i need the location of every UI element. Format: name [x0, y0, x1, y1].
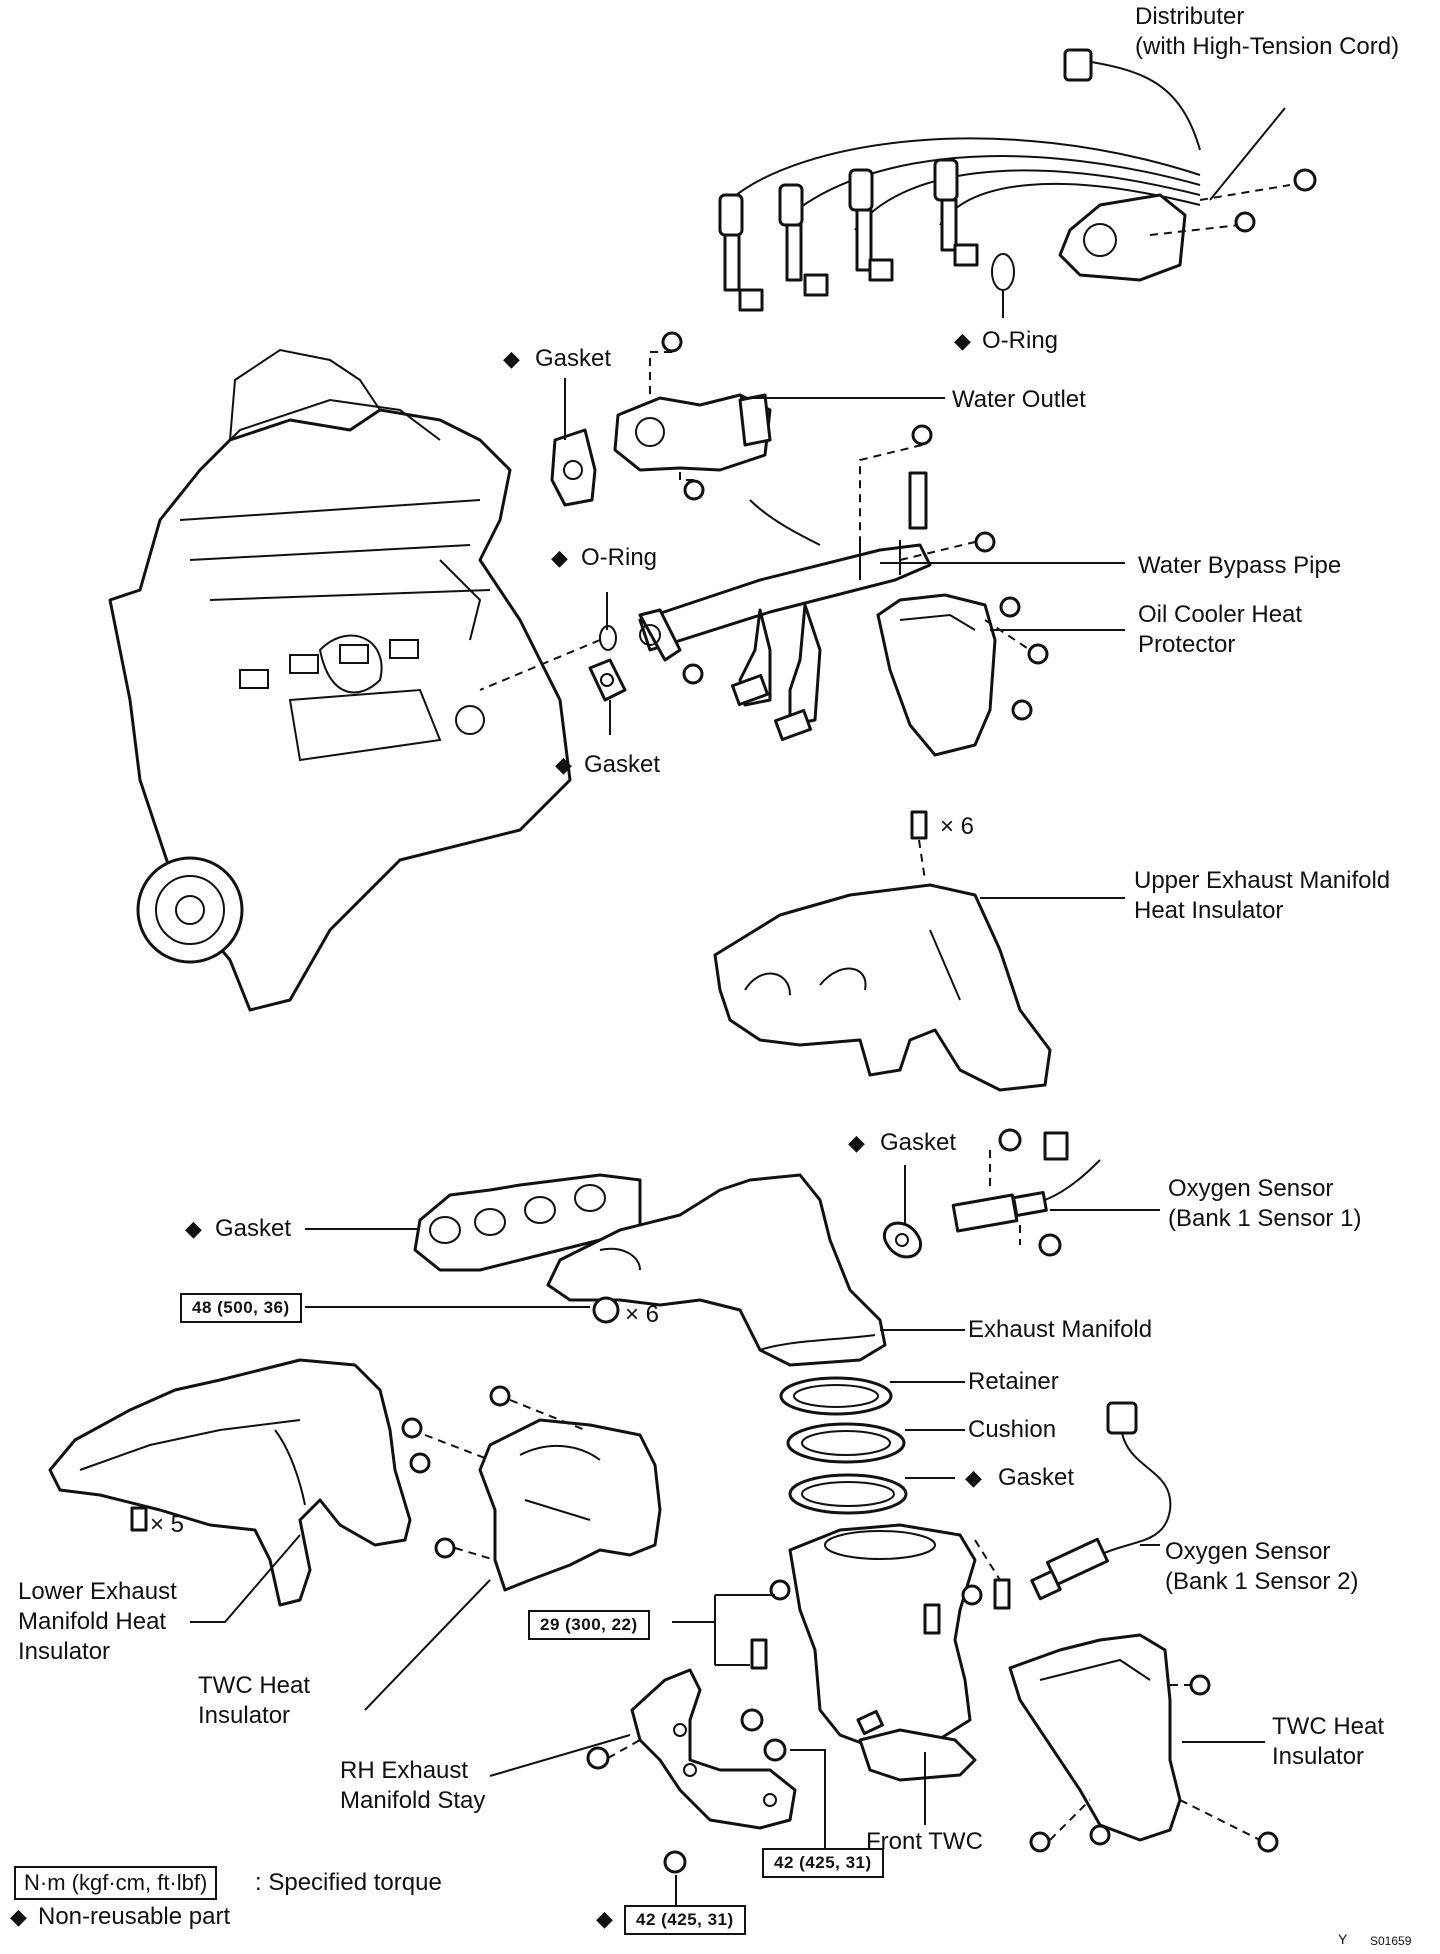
- footer-figure-code: S01659: [1370, 1934, 1412, 1948]
- label-oxygen-sensor-1: Oxygen Sensor (Bank 1 Sensor 1): [1168, 1175, 1362, 1232]
- oil-cooler-heat-protector-drawing: [876, 593, 1049, 757]
- label-oil-cooler-heat-protector: Oil Cooler Heat Protector: [1138, 601, 1303, 658]
- rh-manifold-stay-drawing: [586, 1668, 797, 1874]
- label-oxygen-sensor-2: Oxygen Sensor (Bank 1 Sensor 2): [1165, 1538, 1359, 1595]
- label-cushion: Cushion: [968, 1416, 1057, 1443]
- label-bolt-count-top: × 6: [940, 813, 975, 840]
- label-bolt-count-lower: × 5: [150, 1511, 185, 1538]
- exhaust-manifold-drawing: [413, 1173, 887, 1367]
- label-front-twc: Front TWC: [866, 1828, 983, 1855]
- label-gasket-twc: Gasket: [998, 1464, 1075, 1491]
- oxygen-sensor-1-drawing: [883, 1128, 1101, 1259]
- water-outlet-drawing: [550, 331, 772, 507]
- torque-box-stay-bottom: 42 (425, 31): [624, 1905, 746, 1935]
- legend-nonreusable-description: Non-reusable part: [38, 1903, 231, 1930]
- label-twc-heat-insulator-left: TWC Heat Insulator: [198, 1672, 311, 1729]
- label-rh-exhaust-manifold-stay: RH Exhaust Manifold Stay: [340, 1757, 486, 1814]
- label-gasket-manifold: Gasket: [215, 1215, 292, 1242]
- engine-block-drawing: [108, 348, 572, 1012]
- footer-y-mark: Y: [1338, 1931, 1348, 1947]
- legend-diamond-icon: ◆: [10, 1904, 27, 1929]
- label-water-outlet: Water Outlet: [952, 386, 1086, 413]
- diamond-gasket-o2: ◆: [848, 1130, 865, 1155]
- torque-box-twc: 29 (300, 22): [528, 1610, 650, 1640]
- twc-heat-insulator-right-drawing: [1008, 1633, 1279, 1853]
- label-distributer: Distributer (with High-Tension Cord): [1135, 3, 1400, 60]
- front-twc-drawing: [750, 1523, 1011, 1782]
- lower-heat-insulator-drawing: [48, 1358, 412, 1607]
- label-gasket-o2: Gasket: [880, 1129, 957, 1156]
- diamond-gasket-bypass: ◆: [555, 752, 572, 777]
- diamond-torque-stay-bottom: ◆: [596, 1906, 613, 1931]
- label-water-bypass-pipe: Water Bypass Pipe: [1138, 552, 1342, 579]
- water-bypass-pipe-drawing: [638, 424, 996, 742]
- diamond-o-ring-top: ◆: [954, 328, 971, 353]
- distributor-drawing: [718, 48, 1317, 312]
- diamond-o-ring-mid: ◆: [551, 545, 568, 570]
- upper-heat-insulator-drawing: [713, 810, 1052, 1092]
- label-o-ring-mid: O-Ring: [581, 544, 658, 571]
- label-gasket-bypass: Gasket: [584, 751, 661, 778]
- oxygen-sensor-2-drawing: [1030, 1401, 1172, 1601]
- diamond-gasket-manifold: ◆: [185, 1216, 202, 1241]
- leader-lines: [190, 107, 1286, 1905]
- label-o-ring-top: O-Ring: [982, 327, 1059, 354]
- label-lower-exhaust-manifold-heat-insulator: Lower Exhaust Manifold Heat Insulator: [18, 1578, 177, 1665]
- label-retainer: Retainer: [968, 1368, 1059, 1395]
- diamond-gasket-water-outlet: ◆: [503, 346, 520, 371]
- label-nut-count-manifold: × 6: [625, 1301, 660, 1328]
- torque-box-manifold: 48 (500, 36): [180, 1293, 302, 1323]
- retainer-cushion-gasket-drawing: [779, 1376, 908, 1515]
- diamond-gasket-twc: ◆: [965, 1465, 982, 1490]
- torque-box-stay-right: 42 (425, 31): [762, 1848, 884, 1878]
- twc-heat-insulator-left-drawing: [401, 1385, 662, 1592]
- label-exhaust-manifold: Exhaust Manifold: [968, 1316, 1153, 1343]
- label-upper-exhaust-manifold-heat-insulator: Upper Exhaust Manifold Heat Insulator: [1134, 867, 1391, 924]
- label-gasket-water-outlet: Gasket: [535, 345, 612, 372]
- legend-torque-description: : Specified torque: [255, 1869, 442, 1896]
- mid-oring-gasket-drawing: [479, 625, 627, 702]
- legend-torque-unit-box: N·m (kgf·cm, ft·lbf): [14, 1866, 218, 1900]
- label-twc-heat-insulator-right: TWC Heat Insulator: [1272, 1713, 1385, 1770]
